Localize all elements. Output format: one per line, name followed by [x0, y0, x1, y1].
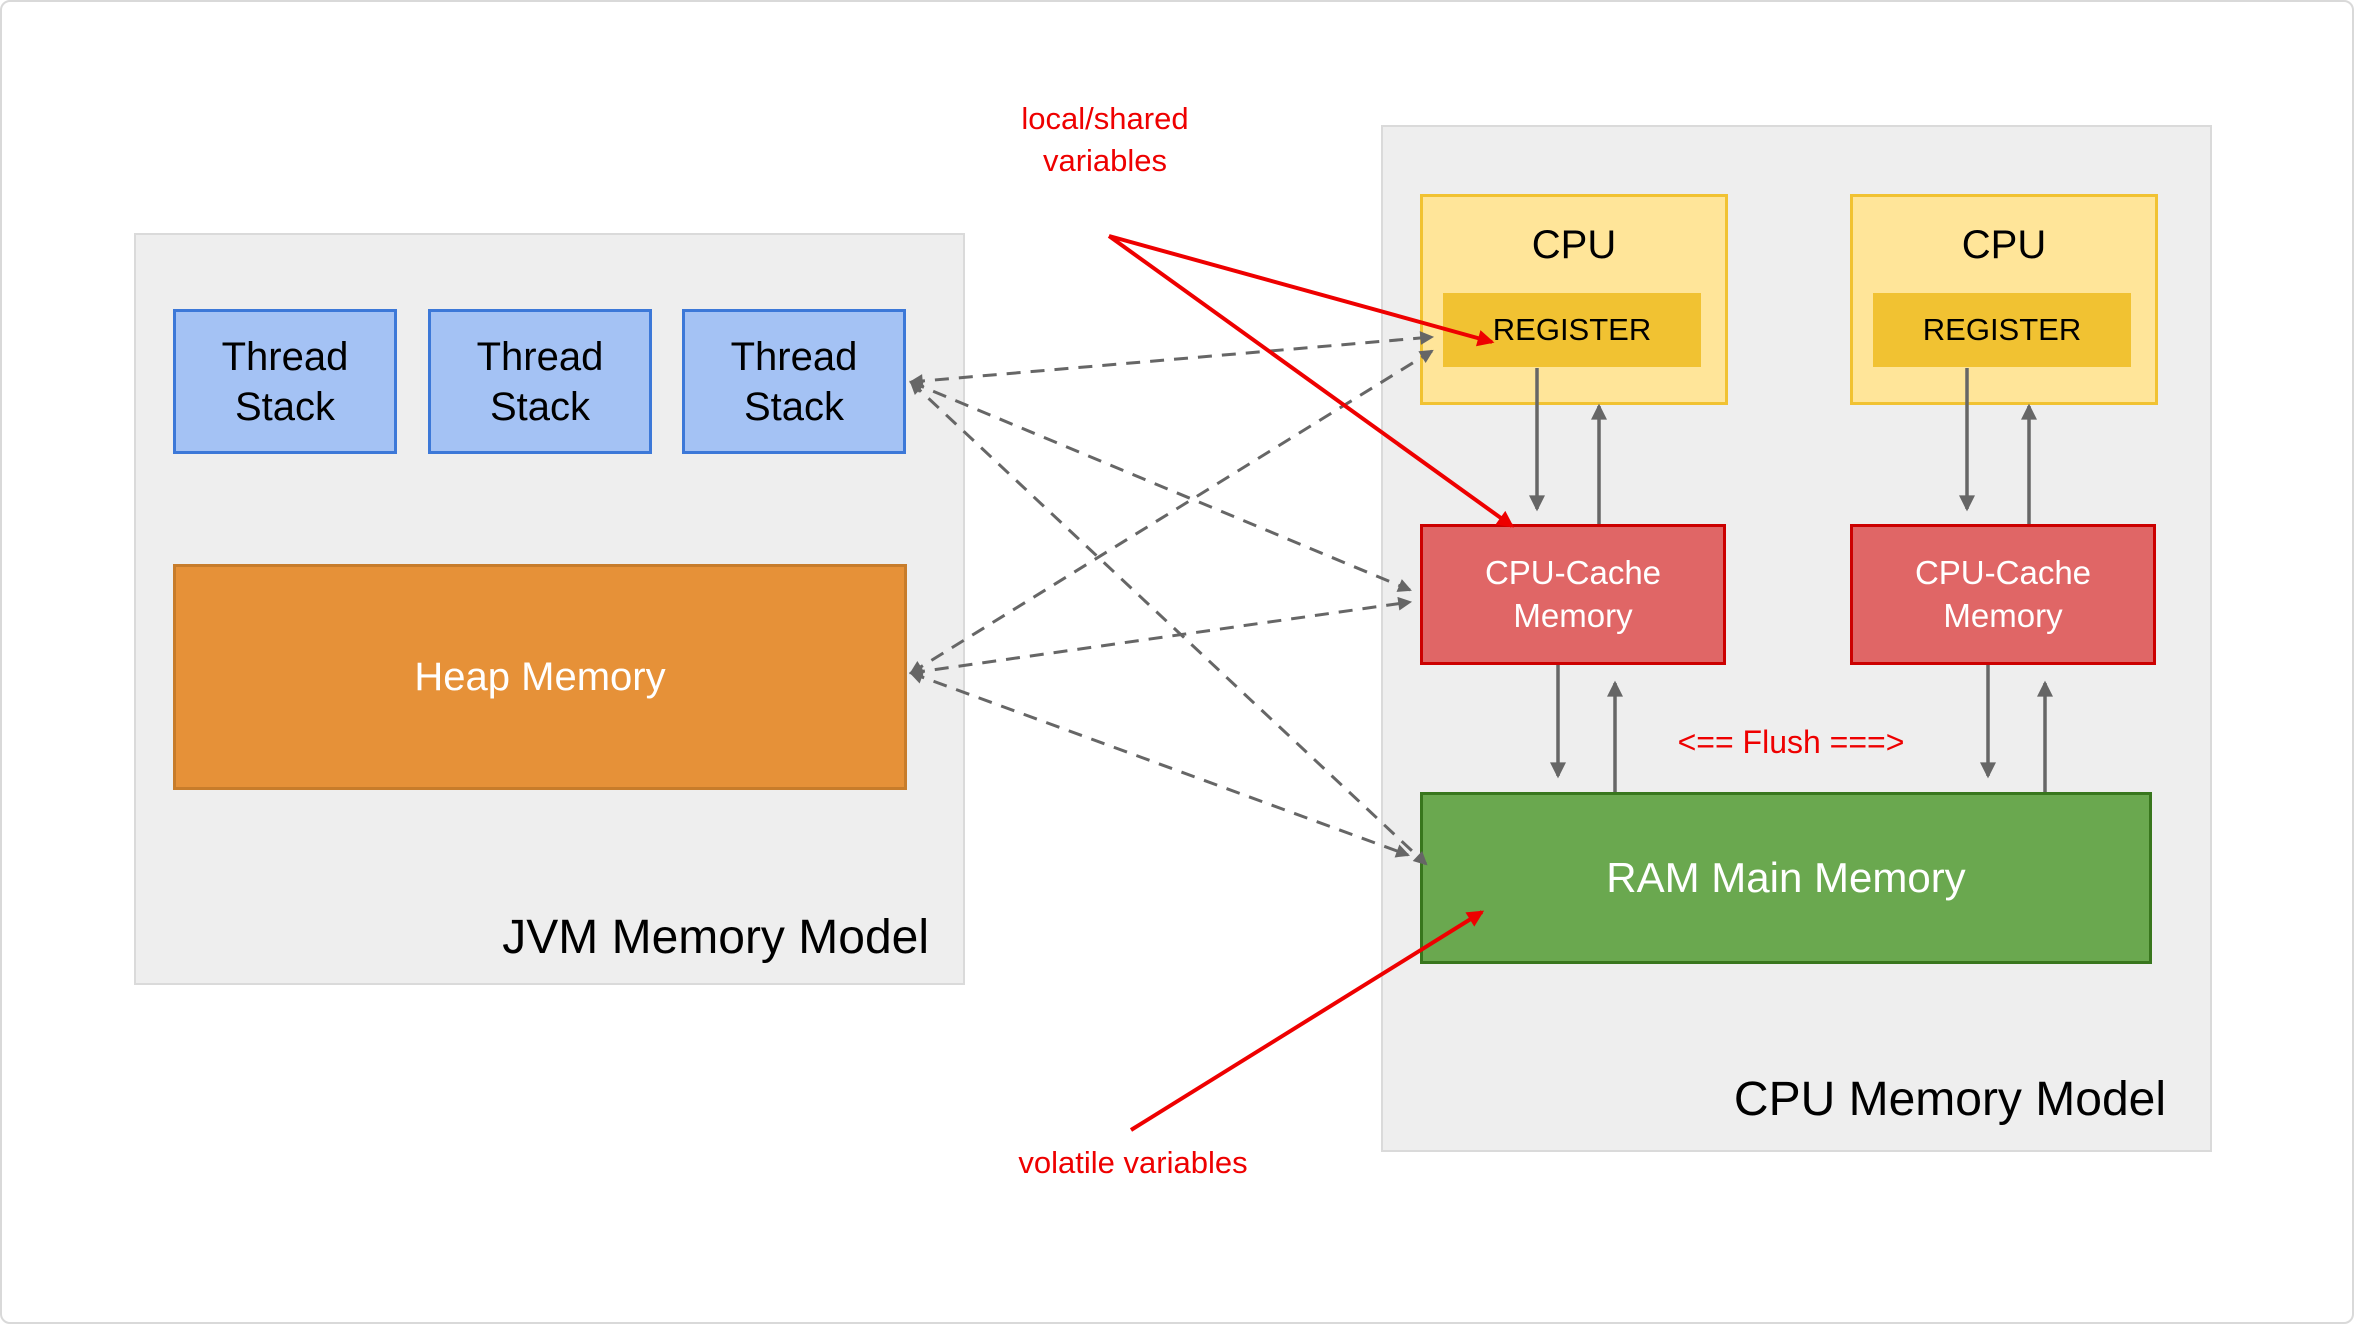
- register-box-2: REGISTER: [1873, 293, 2131, 367]
- flush-label: <== Flush ===>: [1677, 724, 1905, 760]
- thread-stack-box-3: Thread Stack: [682, 309, 906, 454]
- volatile-variables-label: volatile variables: [1018, 1145, 1248, 1180]
- register-box-1: REGISTER: [1443, 293, 1701, 367]
- cpu-label-2: CPU: [1961, 222, 2047, 267]
- jvm-panel-title: JVM Memory Model: [502, 911, 929, 964]
- local-shared-variables-label: local/shared variables: [1021, 101, 1189, 178]
- cpu-box-2: CPU REGISTER: [1850, 194, 2158, 405]
- dashed-connectors-heap: [908, 349, 1434, 858]
- cpu-label-1: CPU: [1531, 222, 1617, 267]
- dashed-connectors-thread-stack: [908, 331, 1435, 866]
- thread-stack-box-2: Thread Stack: [428, 309, 652, 454]
- heap-memory-box: Heap Memory: [173, 564, 907, 790]
- ram-main-memory-box: RAM Main Memory: [1420, 792, 2152, 964]
- thread-stack-box-1: Thread Stack: [173, 309, 397, 454]
- cpu-box-1: CPU REGISTER: [1420, 194, 1728, 405]
- cpu-cache-box-1: CPU-Cache Memory: [1420, 524, 1726, 665]
- cpu-cache-box-2: CPU-Cache Memory: [1850, 524, 2156, 665]
- cpu-panel-title: CPU Memory Model: [1733, 1073, 2166, 1126]
